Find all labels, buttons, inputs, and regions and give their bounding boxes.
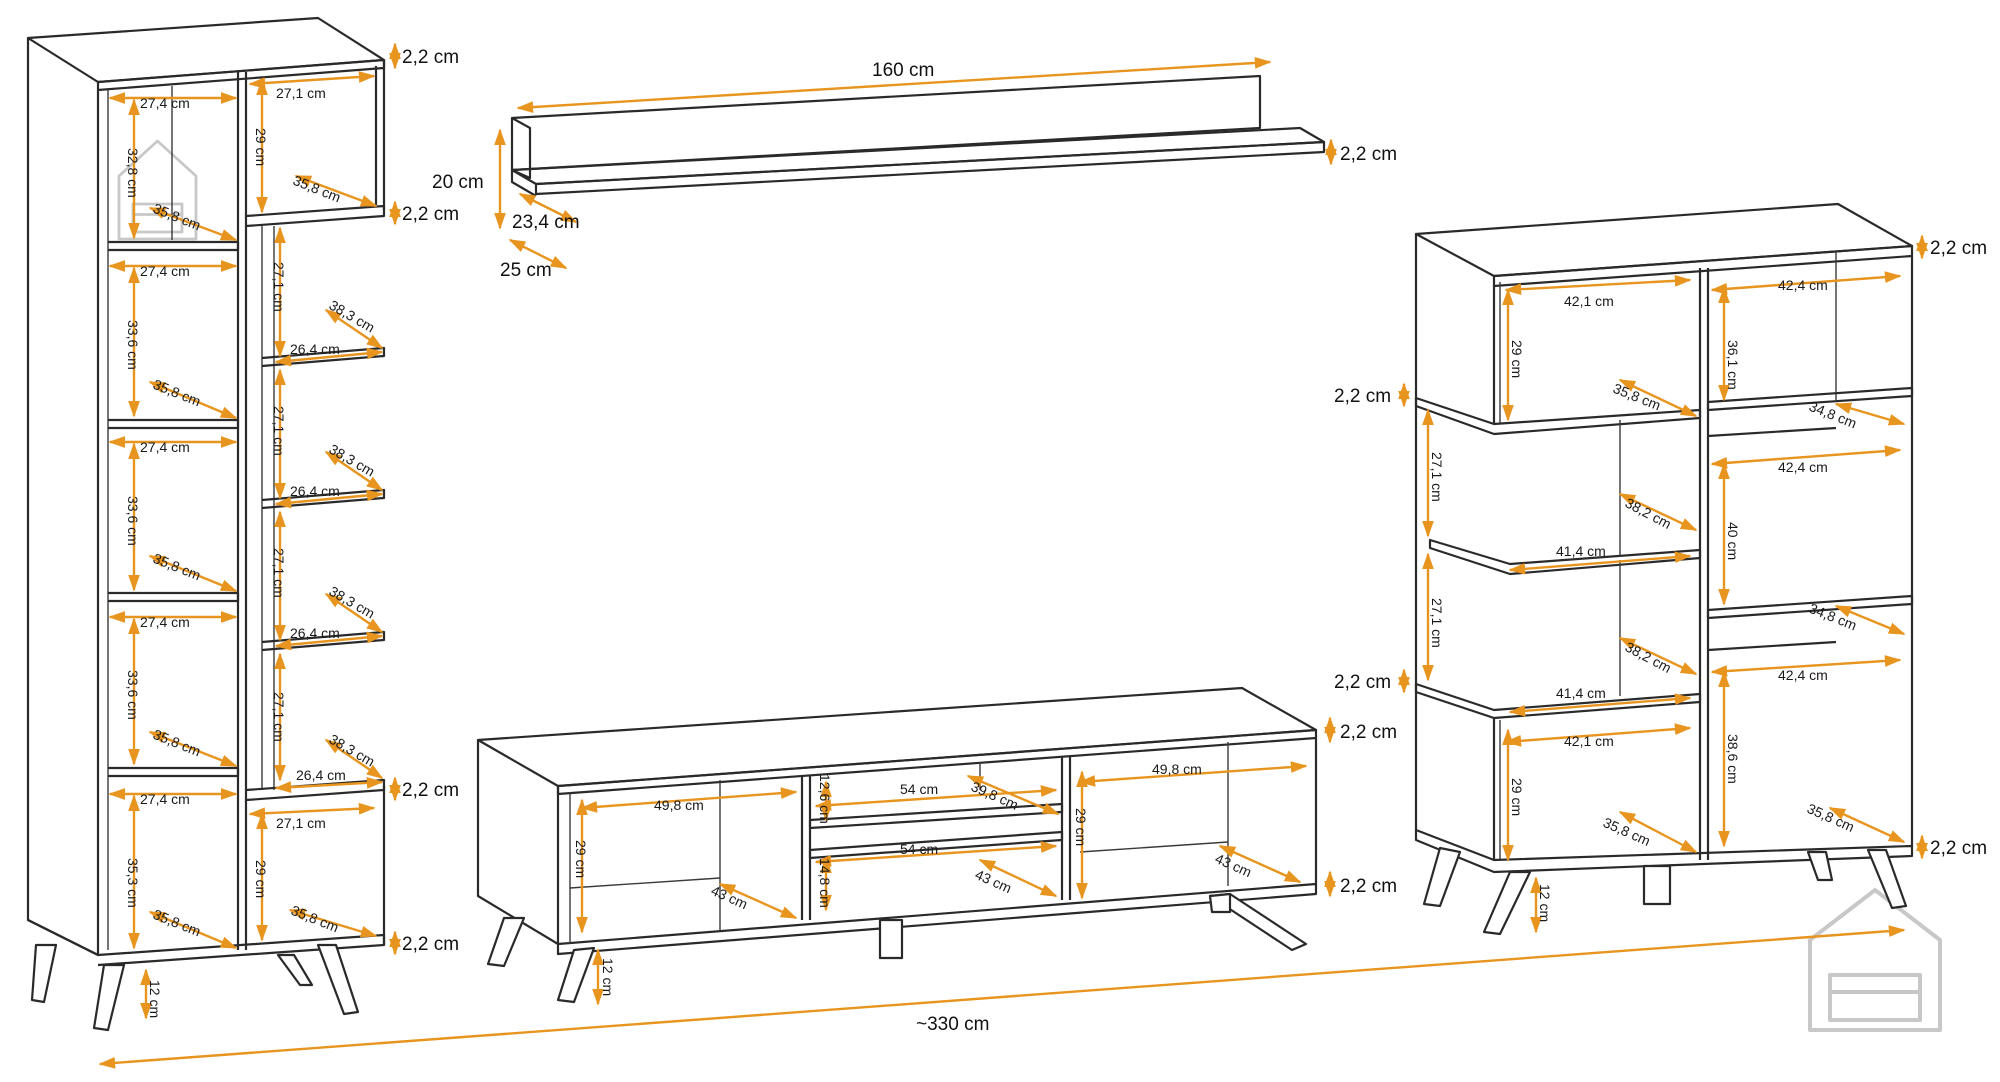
dim-label: 38,2 cm (1623, 495, 1674, 533)
dim-label: 38,6 cm (1725, 734, 1741, 784)
dim-label: 41,4 cm (1556, 543, 1606, 559)
dim-label: 2,2 cm (1334, 386, 1391, 407)
dim-label: 42,1 cm (1564, 293, 1614, 309)
dim-label: 27,4 cm (140, 791, 190, 807)
wall-shelf-labels: 160 cm 20 cm 23,4 cm 25 cm 2,2 cm (432, 60, 1397, 281)
wall-shelf (510, 74, 1326, 197)
dim-label: 20 cm (432, 172, 484, 193)
dim-label: 2,2 cm (402, 47, 459, 68)
right-cabinet-dimensions (1398, 234, 1928, 934)
dim-label: 27,1 cm (276, 815, 326, 831)
dim-label: 26,4 cm (290, 625, 340, 641)
dim-label: 26,4 cm (290, 341, 340, 357)
dim-label: 35,8 cm (151, 550, 203, 583)
dim-label: 43 cm (709, 882, 750, 912)
dim-label: 29 cm (1509, 778, 1525, 816)
dim-label: 12 cm (600, 958, 616, 996)
dim-label: 29 cm (1509, 340, 1525, 378)
dim-label: 54 cm (900, 841, 938, 857)
dim-label: 26,4 cm (290, 483, 340, 499)
dim-label: 42,1 cm (1564, 733, 1614, 749)
dim-label: 2,2 cm (1340, 144, 1397, 165)
dim-label: 35,8 cm (1805, 800, 1857, 835)
dim-label: 35,8 cm (151, 726, 203, 759)
dim-label: 34,8 cm (1807, 398, 1859, 431)
dim-label: 2,2 cm (1930, 238, 1987, 259)
dim-label: 54 cm (900, 781, 938, 797)
dim-label: 23,4 cm (512, 212, 580, 233)
dim-label: 35,8 cm (289, 902, 341, 935)
dim-label: 49,8 cm (1152, 761, 1202, 777)
dim-label: 27,1 cm (271, 262, 287, 312)
dim-label: 27,4 cm (140, 95, 190, 111)
dim-label: 43 cm (1213, 850, 1254, 880)
dim-label: 29 cm (253, 128, 269, 166)
dim-label: 2,2 cm (1340, 722, 1397, 743)
dim-label: 29 cm (253, 860, 269, 898)
dim-label: 2,2 cm (1930, 838, 1987, 859)
tv-stand (476, 686, 1318, 1004)
dim-label: 29 cm (573, 840, 589, 878)
dim-label: 38,3 cm (327, 441, 378, 480)
dim-label: 2,2 cm (402, 780, 459, 801)
dim-label: 35,8 cm (151, 376, 203, 409)
dim-label: 12 cm (1537, 884, 1553, 922)
dim-label: 27,1 cm (1429, 598, 1445, 648)
dim-label: 2,2 cm (402, 934, 459, 955)
dim-label: 42,4 cm (1778, 459, 1828, 475)
dim-label: 34,8 cm (1807, 600, 1859, 633)
dim-label: 35,8 cm (1601, 814, 1653, 849)
dim-label: 12 cm (147, 980, 163, 1018)
dim-label: 32,8 cm (125, 148, 141, 198)
dim-label: 49,8 cm (654, 797, 704, 813)
dim-label: 36,1 cm (1725, 340, 1741, 390)
dim-label: 42,4 cm (1778, 667, 1828, 683)
total-width-dimension: ~330 cm (98, 925, 1906, 1069)
dim-label: 38,3 cm (327, 731, 378, 770)
dim-label: 38,2 cm (1623, 639, 1674, 677)
dim-label: 33,6 cm (125, 496, 141, 546)
dim-label: 2,2 cm (1334, 672, 1391, 693)
dim-label: 35,8 cm (1611, 380, 1663, 413)
dim-label: 33,6 cm (125, 670, 141, 720)
dim-label: 41,4 cm (1556, 685, 1606, 701)
dim-label: 33,6 cm (125, 320, 141, 370)
dim-label: 29 cm (1073, 808, 1089, 846)
dim-label: ~330 cm (916, 1014, 989, 1035)
left-tall-bookcase (26, 16, 386, 1032)
dim-label: 27,1 cm (276, 85, 326, 101)
dim-label: 43 cm (973, 866, 1014, 896)
dim-label: 42,4 cm (1778, 277, 1828, 293)
dim-label: 35,8 cm (151, 906, 203, 939)
dim-label: 2,2 cm (1340, 876, 1397, 897)
right-cabinet (1414, 202, 1914, 936)
wall-shelf-dimensions (494, 57, 1337, 270)
dim-label: 12,6 cm (817, 774, 833, 824)
dim-label: 25 cm (500, 260, 552, 281)
dim-label: 160 cm (872, 60, 934, 81)
dim-label: 35,3 cm (125, 858, 141, 908)
dim-label: 27,1 cm (271, 406, 287, 456)
left-unit-labels: 27,4 cm 27,4 cm 27,4 cm 27,4 cm 27,4 cm … (125, 47, 459, 1018)
dim-label: 14,8 cm (817, 858, 833, 908)
dim-label: 27,1 cm (1429, 452, 1445, 502)
dim-label: 35,8 cm (291, 172, 343, 205)
dim-label: 27,4 cm (140, 439, 190, 455)
dim-label: 38,3 cm (327, 583, 378, 622)
dim-label: 26,4 cm (296, 767, 346, 783)
dim-label: 27,1 cm (271, 692, 287, 742)
dim-label: 27,1 cm (271, 548, 287, 598)
left-unit-dimensions (108, 42, 401, 1020)
dim-label: 2,2 cm (402, 204, 459, 225)
watermark-logo-icon (1808, 888, 1942, 1032)
dim-label: 27,4 cm (140, 614, 190, 630)
right-cabinet-labels: 42,1 cm 29 cm 35,8 cm 42,4 cm 36,1 cm 34… (1334, 238, 1987, 922)
dim-label: 27,4 cm (140, 263, 190, 279)
dim-label: 40 cm (1725, 522, 1741, 560)
